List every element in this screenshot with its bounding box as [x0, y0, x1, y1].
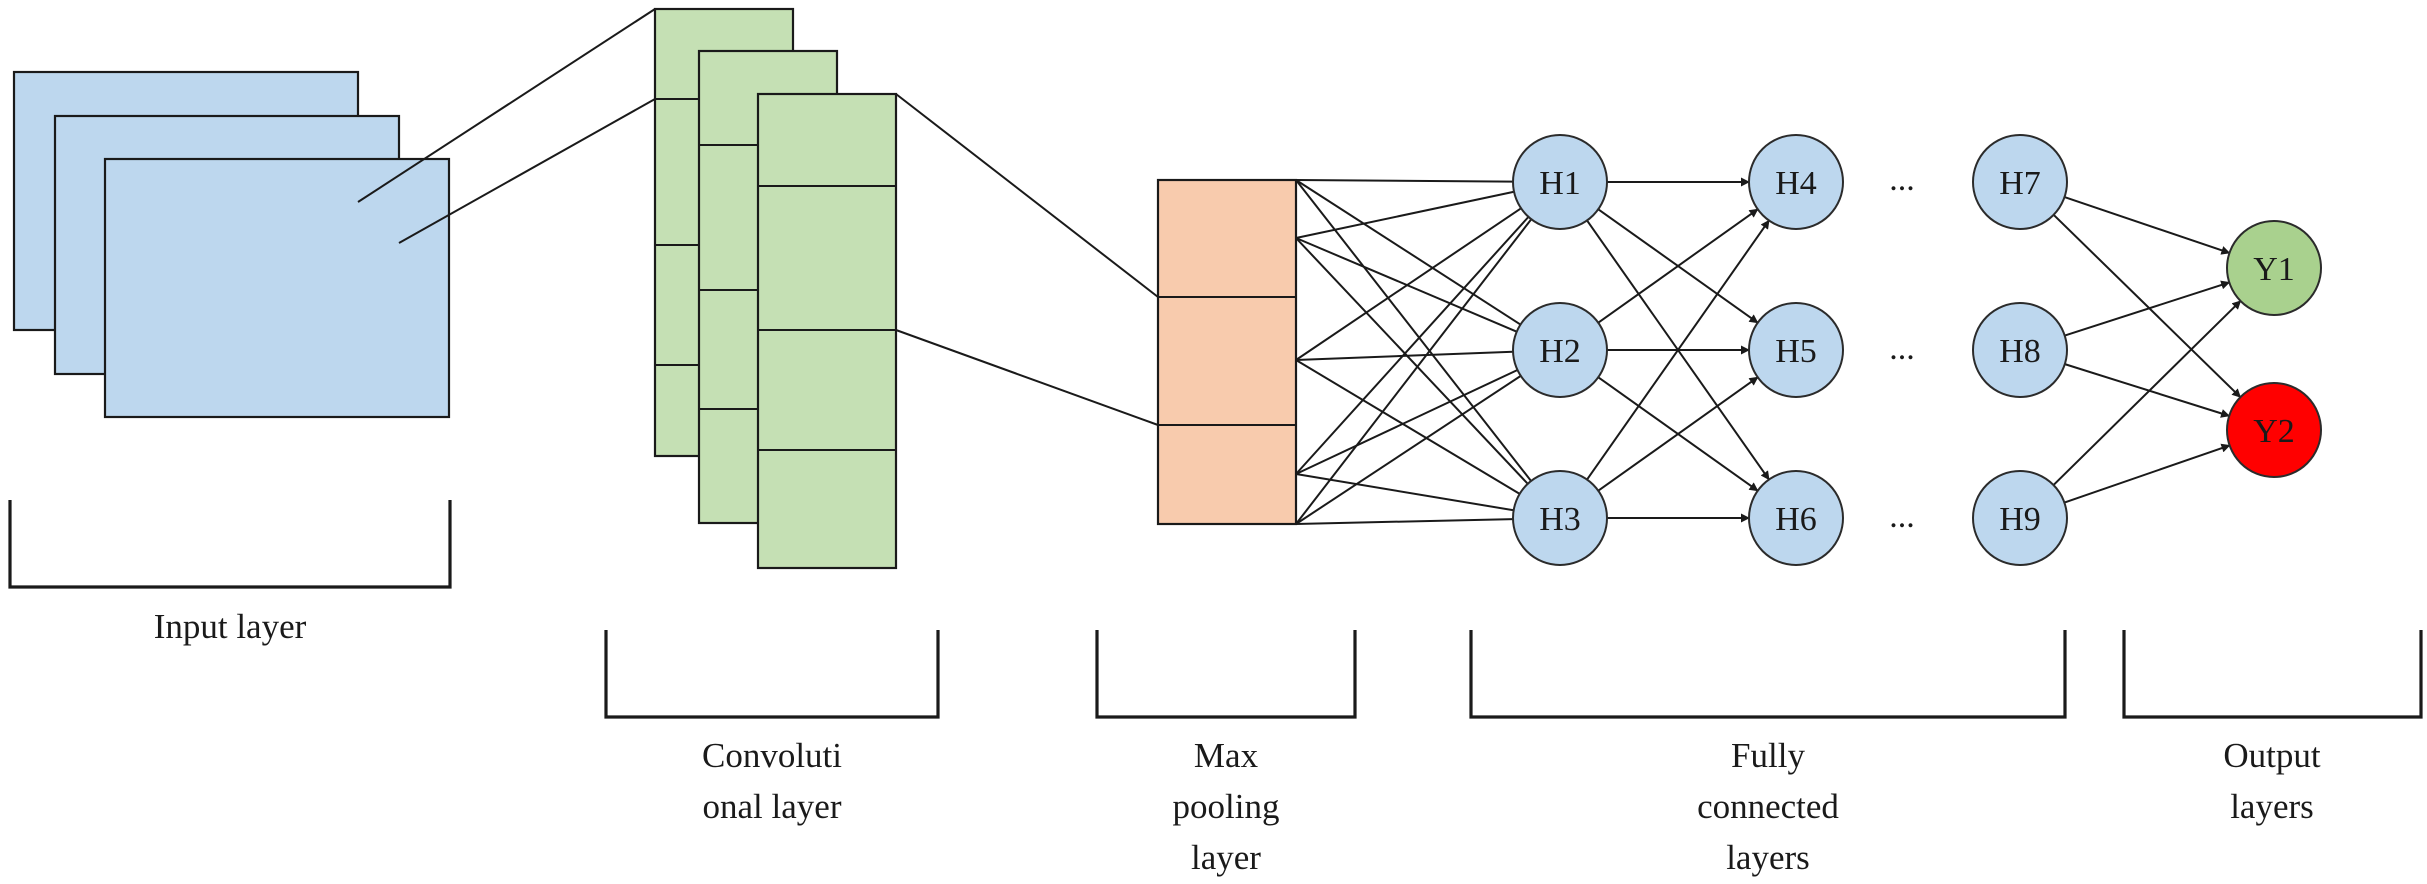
convolutional-layer — [653, 7, 898, 570]
edge-pool2-h3 — [1295, 359, 1521, 495]
bracket-fc — [1469, 630, 2067, 719]
ellipsis-row-1: ... — [1889, 161, 1915, 198]
node-h1: H1 — [1512, 134, 1608, 230]
node-h8: H8 — [1972, 302, 2068, 398]
caption-pool-line-3: layer — [1191, 838, 1261, 877]
node-h8-label: H8 — [1999, 333, 2041, 370]
edge-pool1-h3 — [1295, 237, 1529, 485]
caption-conv-line-2: onal layer — [703, 787, 842, 826]
edge-h9-y2 — [2064, 443, 2231, 504]
node-h5-label: H5 — [1775, 333, 1817, 370]
edge-h2-h4 — [1597, 208, 1759, 324]
node-y1-label: Y1 — [2253, 251, 2295, 288]
node-h5-circle — [1748, 302, 1844, 398]
node-h1-label: H1 — [1539, 165, 1581, 202]
node-h5: H5 — [1748, 302, 1844, 398]
node-h6-circle — [1748, 470, 1844, 566]
edge-pooltop-h2 — [1295, 179, 1522, 326]
max-pooling-layer — [1156, 178, 1298, 526]
caption-fc-line-3: layers — [1726, 838, 1810, 877]
node-h9-circle — [1972, 470, 2068, 566]
node-h2-label: H2 — [1539, 333, 1581, 370]
edge-h7-y1 — [2064, 196, 2231, 255]
node-h1-circle — [1512, 134, 1608, 230]
edge-pool3-h1 — [1295, 216, 1530, 475]
node-h9: H9 — [1972, 470, 2068, 566]
node-h3-label: H3 — [1539, 501, 1581, 538]
bracket-pool — [1095, 630, 1357, 719]
edge-h3-h5 — [1597, 376, 1759, 492]
bracket-input — [8, 500, 452, 589]
edge-pooltop-h1 — [1295, 179, 1514, 183]
node-h6: H6 — [1748, 470, 1844, 566]
input-map-3 — [103, 157, 451, 419]
input-layer — [12, 70, 451, 419]
network-connections — [1295, 177, 2242, 525]
node-h7-label: H7 — [1999, 165, 2041, 202]
node-y1: Y1 — [2226, 220, 2322, 316]
edge-h8-y1 — [2064, 280, 2231, 337]
caption-output-line-1: Output — [2223, 736, 2321, 775]
node-y1-circle — [2226, 220, 2322, 316]
input-to-conv-lines — [357, 8, 656, 244]
caption-conv-line-1: Convoluti — [702, 736, 842, 775]
ellipsis-row-3: ... — [1889, 498, 1915, 535]
ellipsis-marks: ... ... ... — [1889, 161, 1915, 535]
node-h4-label: H4 — [1775, 165, 1817, 202]
node-h4: H4 — [1748, 134, 1844, 230]
edge-h3-h4 — [1586, 219, 1770, 481]
caption-output-line-2: layers — [2230, 787, 2314, 826]
caption-fc-line-1: Fully — [1731, 736, 1805, 775]
edge-pool2-h2 — [1295, 350, 1514, 361]
edge-h8-y2 — [2064, 363, 2231, 418]
node-h2: H2 — [1512, 302, 1608, 398]
conv-to-pool-lines — [895, 93, 1159, 426]
caption-pool-line-2: pooling — [1173, 787, 1280, 826]
node-h3-circle — [1512, 470, 1608, 566]
caption-input: Input layer — [154, 607, 307, 646]
layer-captions: Input layer Convoluti onal layer Max poo… — [154, 607, 2321, 877]
caption-fc-line-2: connected — [1697, 787, 1839, 826]
node-h8-circle — [1972, 302, 2068, 398]
edge-pool2-h1 — [1295, 207, 1522, 361]
node-h4-circle — [1748, 134, 1844, 230]
bracket-output — [2122, 630, 2423, 719]
conv-map-3 — [756, 92, 898, 570]
edge-pool3-h3 — [1295, 473, 1514, 512]
bracket-conv — [604, 630, 940, 719]
edge-pool3-h2 — [1295, 369, 1518, 475]
edge-h7-y2 — [2052, 214, 2242, 398]
layer-brackets — [8, 500, 2423, 719]
caption-pool-line-1: Max — [1194, 736, 1259, 775]
edge-poolbottom-h1 — [1295, 218, 1533, 525]
node-h9-label: H9 — [1999, 501, 2041, 538]
edge-h9-y1 — [2052, 300, 2242, 486]
node-y2: Y2 — [2226, 382, 2322, 478]
node-y2-label: Y2 — [2253, 413, 2295, 450]
node-h3: H3 — [1512, 470, 1608, 566]
node-y2-circle — [2226, 382, 2322, 478]
edge-pooltop-h3 — [1295, 179, 1532, 482]
edge-poolbottom-h3 — [1295, 518, 1514, 525]
edge-poolbottom-h2 — [1295, 375, 1522, 525]
ellipsis-row-2: ... — [1889, 330, 1915, 367]
node-h7-circle — [1972, 134, 2068, 230]
node-h6-label: H6 — [1775, 501, 1817, 538]
edge-pool1-h1 — [1295, 190, 1515, 239]
node-h7: H7 — [1972, 134, 2068, 230]
node-h2-circle — [1512, 302, 1608, 398]
